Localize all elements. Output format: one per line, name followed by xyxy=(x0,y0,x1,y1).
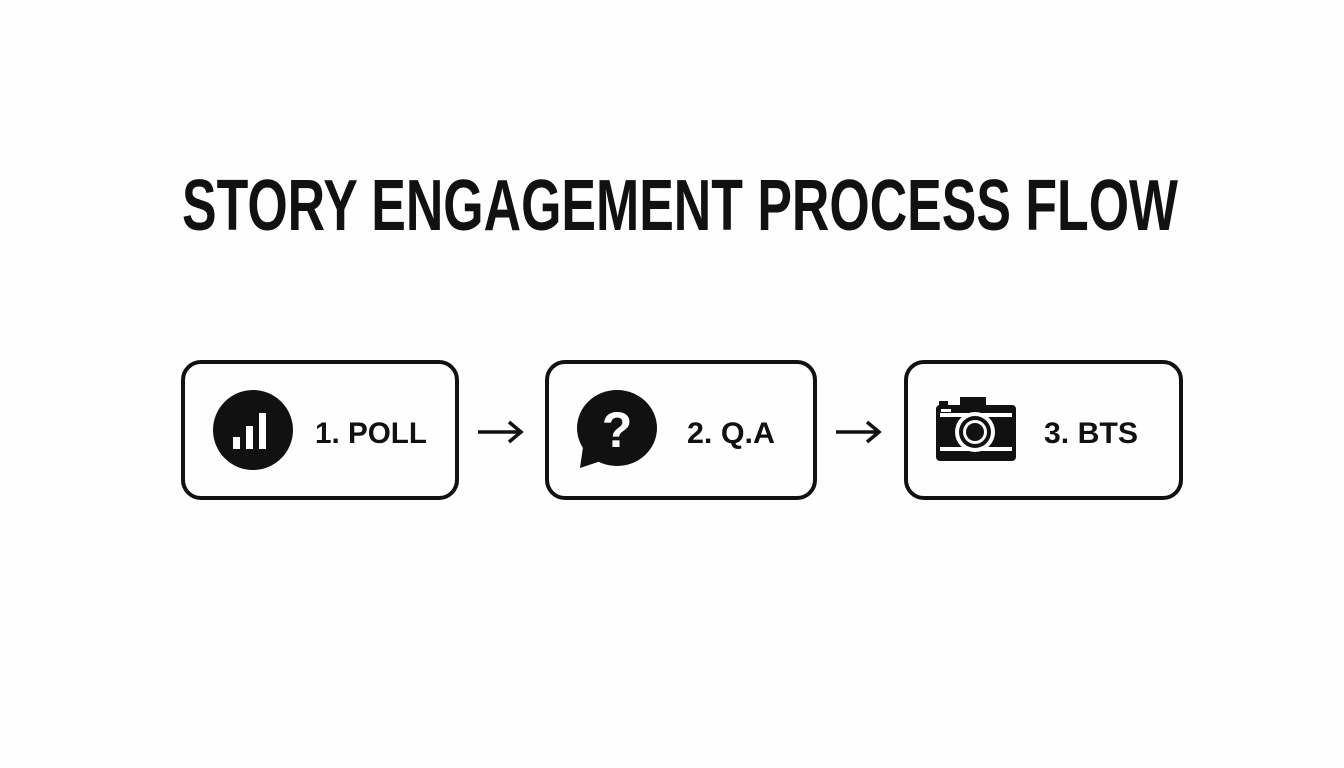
diagram-title: STORY ENGAGEMENT PROCESS FLOW xyxy=(182,166,1178,246)
step-label: 3. BTS xyxy=(1044,417,1138,450)
step-label: 1. POLL xyxy=(315,417,427,450)
step-bts: 3. BTS xyxy=(904,360,1183,500)
step-label: 2. Q.A xyxy=(687,417,775,450)
step-box xyxy=(904,360,1183,500)
svg-text:?: ? xyxy=(602,402,633,458)
step-poll: 1. POLL xyxy=(181,360,459,500)
step-box xyxy=(181,360,459,500)
step-qa: ? 2. Q.A xyxy=(545,360,817,500)
arrow-icon xyxy=(836,420,882,444)
arrow-icon xyxy=(478,420,524,444)
step-box xyxy=(545,360,817,500)
question-bubble-icon: ? xyxy=(577,390,657,468)
bar-chart-icon xyxy=(213,390,293,470)
camera-icon xyxy=(936,397,1016,461)
